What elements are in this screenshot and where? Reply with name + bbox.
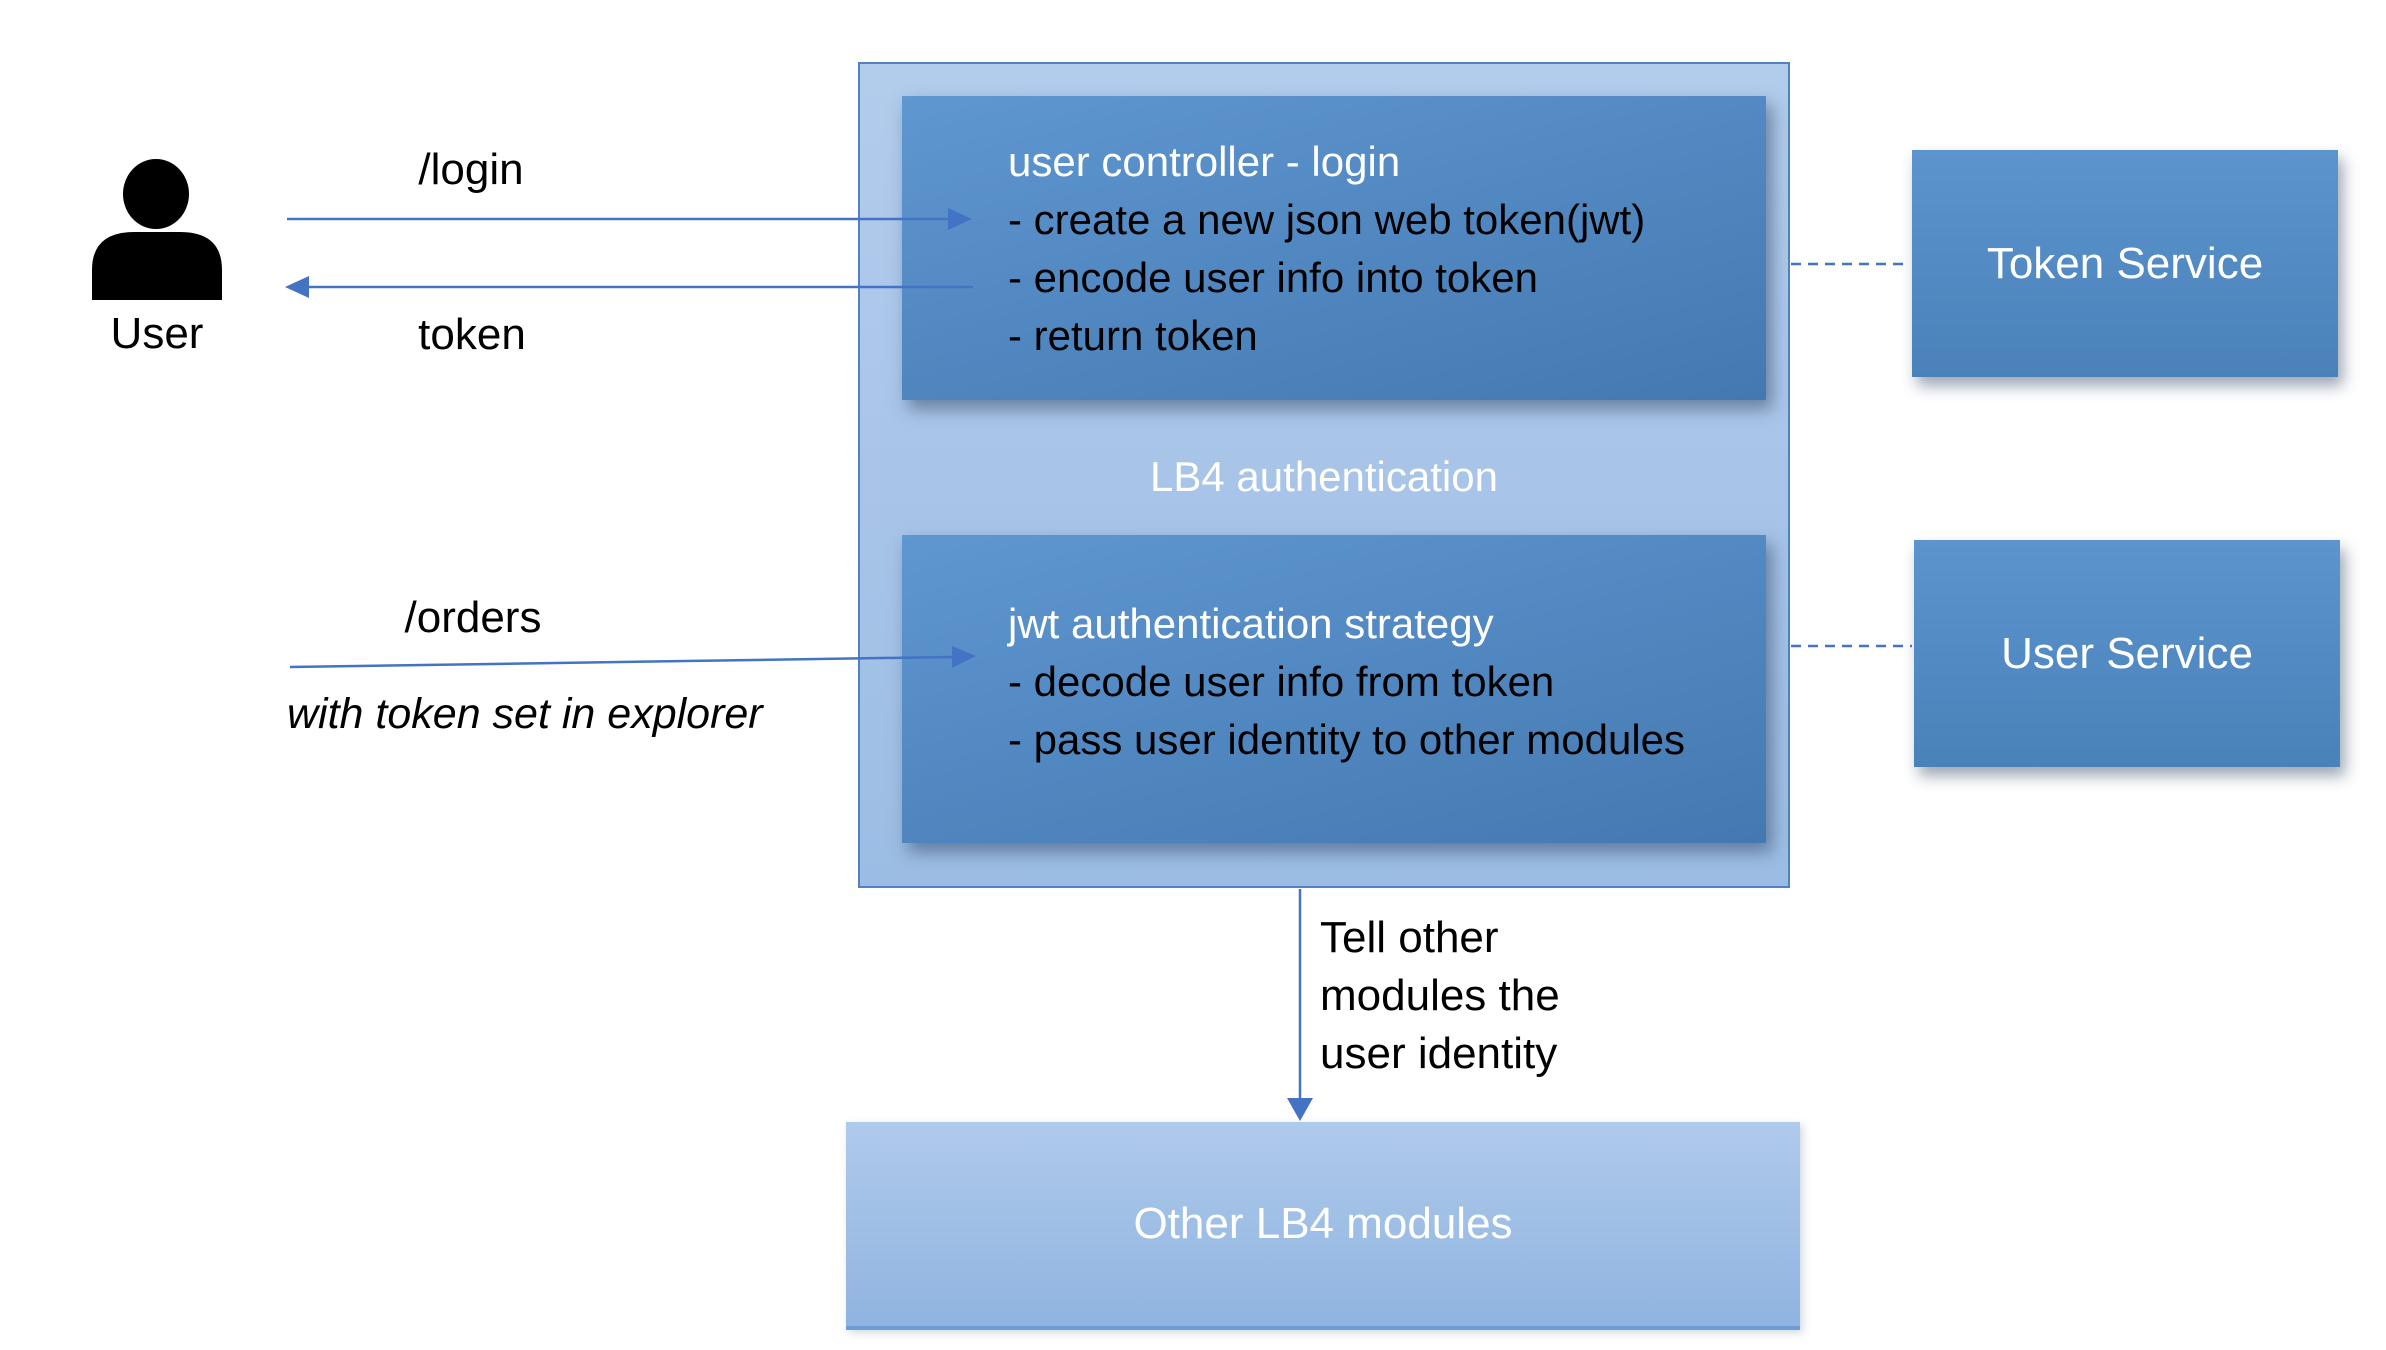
- login-flow-label: /login: [418, 145, 524, 194]
- other-lb4-modules-box: Other LB4 modules: [846, 1122, 1800, 1330]
- jwt-strategy-bullet-2: - pass user identity to other modules: [1008, 716, 1686, 763]
- user-actor-label: User: [110, 309, 204, 358]
- orders-flow-note: with token set in explorer: [287, 690, 763, 738]
- jwt-strategy-box: jwt authentication strategy - decode use…: [902, 535, 1766, 843]
- token-service-label: Token Service: [1986, 238, 2264, 288]
- tell-other-modules-label: Tell other modules the user identity: [1320, 913, 1560, 1078]
- token-service-box: Token Service: [1912, 150, 2338, 377]
- lb4-authentication-label: LB4 authentication: [1150, 453, 1498, 500]
- other-lb4-modules-label: Other LB4 modules: [1133, 1199, 1513, 1248]
- user-controller-box: user controller - login - create a new j…: [902, 96, 1766, 400]
- tell-other-modules-arrow: [1287, 889, 1313, 1121]
- user-controller-bullet-3: - return token: [1008, 312, 1258, 359]
- user-controller-title: user controller - login: [1008, 138, 1401, 185]
- user-service-label: User Service: [2001, 628, 2253, 678]
- user-icon: [90, 158, 224, 300]
- orders-flow-label: /orders: [404, 593, 542, 642]
- user-service-box: User Service: [1914, 540, 2340, 767]
- user-controller-bullet-2: - encode user info into token: [1008, 254, 1539, 301]
- jwt-strategy-bullet-1: - decode user info from token: [1008, 658, 1555, 705]
- jwt-strategy-title: jwt authentication strategy: [1008, 600, 1494, 647]
- user-controller-bullet-1: - create a new json web token(jwt): [1008, 196, 1646, 243]
- token-flow-label: token: [418, 310, 526, 359]
